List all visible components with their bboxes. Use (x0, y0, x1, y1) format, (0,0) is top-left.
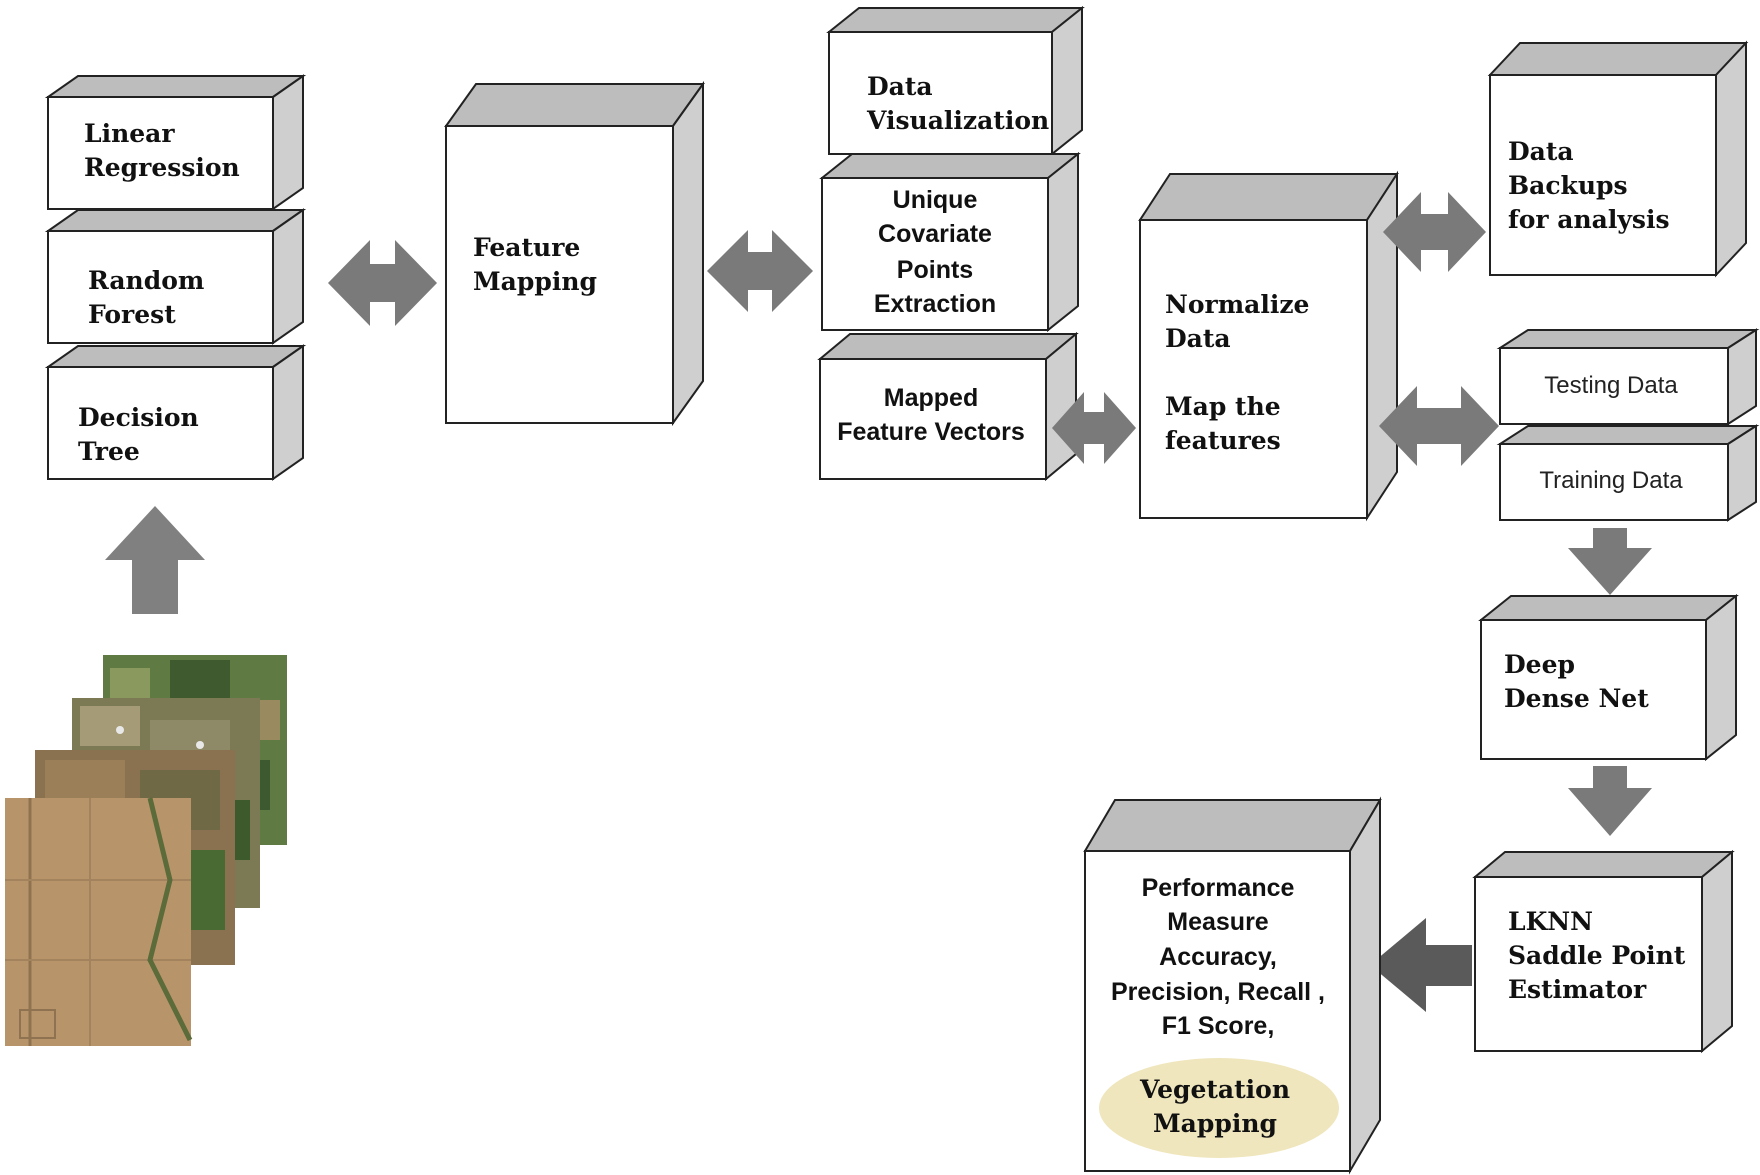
satellite-image-stack (5, 655, 287, 1046)
label-lknn-3: Estimator (1508, 975, 1647, 1004)
down-arrow-to-lknn (1568, 766, 1652, 836)
label-mapped-feature-vectors-1: Mapped (884, 384, 978, 412)
double-arrow-normalize-datasets (1379, 386, 1499, 466)
box-data-visualization: Data Visualization (826, 5, 1085, 157)
label-unique-covariate-1: Unique (893, 186, 978, 214)
label-data-backups-2: Backups (1508, 171, 1628, 200)
box-feature-mapping: Feature Mapping (444, 80, 705, 427)
left-arrow-to-performance (1370, 918, 1472, 1012)
box-mapped-feature-vectors: Mapped Feature Vectors (817, 331, 1079, 482)
double-arrow-vectors-normalize (1052, 392, 1136, 464)
down-arrow-to-deep-dense-net (1568, 528, 1652, 595)
label-performance-1: Performance (1142, 874, 1295, 902)
label-unique-covariate-3: Points (897, 256, 973, 284)
box-data-backups: Data Backups for analysis (1487, 40, 1749, 278)
label-unique-covariate-4: Extraction (874, 290, 996, 318)
box-testing-data: Testing Data (1496, 328, 1760, 426)
label-training-data: Training Data (1539, 467, 1683, 494)
label-linear-regression-2: Regression (84, 153, 240, 182)
box-normalize-data: Normalize Data Map the features (1138, 170, 1399, 522)
label-decision-tree-2: Tree (78, 437, 140, 466)
label-deep-dense-net-2: Dense Net (1504, 684, 1649, 713)
label-mapped-feature-vectors-2: Feature Vectors (837, 418, 1025, 446)
label-random-forest-1: Random (88, 266, 204, 295)
label-unique-covariate-2: Covariate (878, 220, 992, 248)
label-random-forest-2: Forest (88, 300, 176, 329)
vegetation-mapping-ellipse (1099, 1058, 1339, 1158)
label-deep-dense-net-1: Deep (1504, 650, 1575, 679)
box-decision-tree: Decision Tree (44, 344, 307, 481)
label-lknn-2: Saddle Point (1508, 941, 1686, 970)
label-normalize-data-4: features (1165, 426, 1281, 455)
label-decision-tree-1: Decision (78, 403, 199, 432)
label-normalize-data-2: Data (1165, 324, 1231, 353)
label-data-visualization-1: Data (867, 72, 933, 101)
label-performance-4: Precision, Recall , (1111, 978, 1325, 1006)
box-linear-regression: Linear Regression (44, 74, 307, 211)
label-normalize-data-1: Normalize (1165, 290, 1309, 319)
satellite-tile-1 (5, 797, 193, 1046)
label-performance-5: F1 Score, (1162, 1012, 1275, 1040)
box-lknn: LKNN Saddle Point Estimator (1472, 849, 1735, 1054)
double-arrow-models-feature-mapping (328, 240, 437, 326)
box-deep-dense-net: Deep Dense Net (1478, 593, 1739, 762)
box-random-forest: Random Forest (44, 208, 307, 345)
box-unique-covariate: Unique Covariate Points Extraction (819, 151, 1081, 333)
label-data-backups-1: Data (1508, 137, 1574, 166)
double-arrow-normalize-backups (1383, 192, 1486, 272)
box-performance: Performance Measure Accuracy, Precision,… (1083, 796, 1382, 1175)
box-training-data: Training Data (1496, 424, 1760, 522)
label-performance-2: Measure (1167, 908, 1269, 936)
label-data-visualization-2: Visualization (866, 106, 1049, 135)
up-arrow (105, 506, 205, 614)
label-vegetation-mapping-2: Mapping (1153, 1109, 1277, 1138)
label-testing-data: Testing Data (1544, 372, 1678, 399)
double-arrow-feature-mapping-data (707, 230, 813, 312)
label-vegetation-mapping-1: Vegetation (1139, 1075, 1290, 1104)
label-feature-mapping-2: Mapping (473, 267, 597, 296)
label-performance-3: Accuracy, (1159, 943, 1277, 971)
label-data-backups-3: for analysis (1508, 205, 1670, 234)
label-feature-mapping-1: Feature (473, 233, 580, 262)
label-linear-regression-1: Linear (84, 119, 175, 148)
label-normalize-data-3: Map the (1165, 392, 1281, 421)
label-lknn-1: LKNN (1508, 907, 1593, 936)
